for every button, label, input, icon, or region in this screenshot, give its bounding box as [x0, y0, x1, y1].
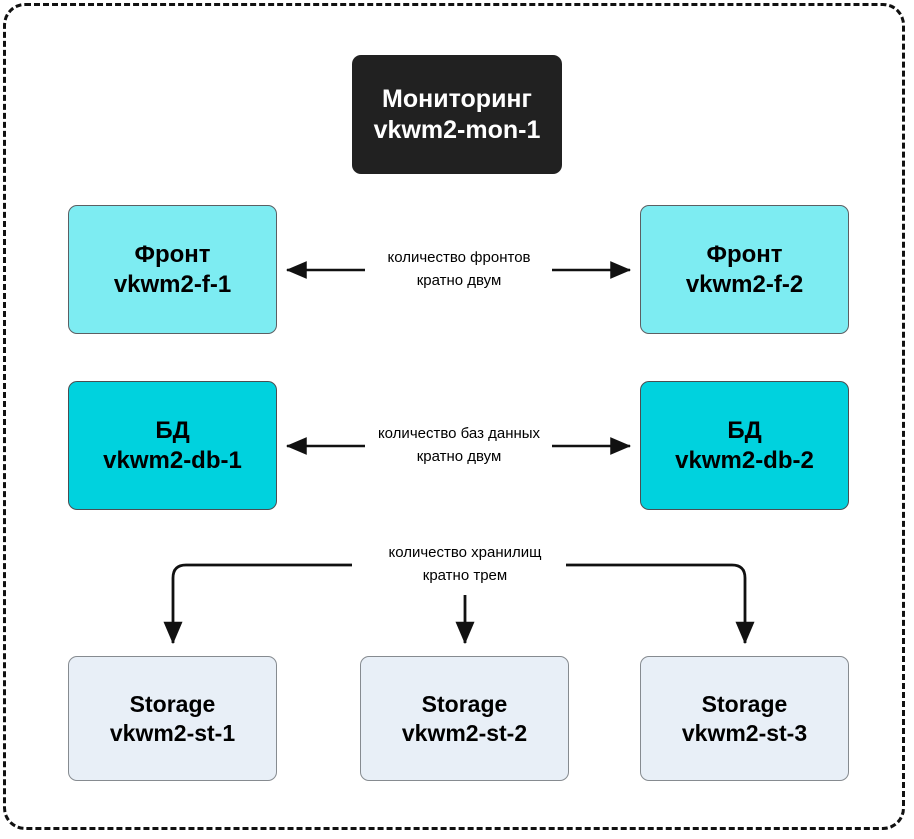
edge-label-storages: количество хранилищ кратно трем — [359, 541, 571, 588]
node-storage-1[interactable]: Storage vkwm2-st-1 — [68, 656, 277, 781]
diagram-dashed-border — [3, 3, 905, 830]
node-storage-2[interactable]: Storage vkwm2-st-2 — [360, 656, 569, 781]
node-database-2-role: БД — [727, 417, 762, 445]
node-monitoring-host: vkwm2-mon-1 — [373, 115, 541, 144]
node-storage-2-host: vkwm2-st-2 — [401, 719, 528, 746]
node-database-1-role: БД — [155, 417, 190, 445]
edge-label-fronts-line2: кратно двум — [416, 272, 502, 290]
node-database-1-host: vkwm2-db-1 — [103, 446, 242, 474]
node-front-1-host: vkwm2-f-1 — [113, 270, 232, 298]
node-database-2[interactable]: БД vkwm2-db-2 — [640, 381, 849, 510]
edge-label-storages-line1: количество хранилищ — [388, 544, 542, 561]
edge-label-storages-line2: кратно трем — [422, 567, 508, 585]
node-storage-1-host: vkwm2-st-1 — [109, 719, 236, 746]
node-storage-3-host: vkwm2-st-3 — [681, 719, 808, 746]
edge-label-databases: количество баз данных кратно двум — [359, 422, 559, 469]
node-front-2[interactable]: Фронт vkwm2-f-2 — [640, 205, 849, 334]
edge-label-fronts: количество фронтов кратно двум — [359, 246, 559, 293]
node-database-2-host: vkwm2-db-2 — [675, 446, 814, 474]
edge-label-fronts-line1: количество фронтов — [387, 249, 531, 266]
edge-label-databases-line2: кратно двум — [416, 448, 502, 466]
node-front-2-role: Фронт — [706, 241, 783, 269]
node-storage-1-role: Storage — [129, 691, 216, 718]
node-storage-3-role: Storage — [701, 691, 788, 718]
node-front-1[interactable]: Фронт vkwm2-f-1 — [68, 205, 277, 334]
node-front-1-role: Фронт — [134, 241, 211, 269]
node-storage-2-role: Storage — [421, 691, 508, 718]
node-monitoring[interactable]: Мониторинг vkwm2-mon-1 — [352, 55, 562, 174]
node-database-1[interactable]: БД vkwm2-db-1 — [68, 381, 277, 510]
edge-label-databases-line1: количество баз данных — [377, 425, 541, 442]
node-front-2-host: vkwm2-f-2 — [685, 270, 804, 298]
node-storage-3[interactable]: Storage vkwm2-st-3 — [640, 656, 849, 781]
node-monitoring-role: Мониторинг — [382, 85, 532, 113]
